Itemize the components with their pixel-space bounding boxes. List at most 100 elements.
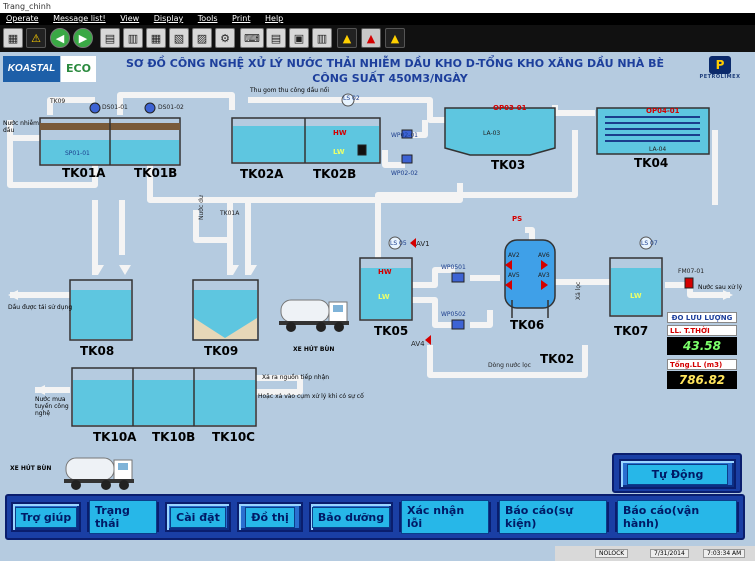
menu-message-list[interactable]: Message list! xyxy=(53,14,106,23)
alarm-active-icon[interactable]: ▲ xyxy=(361,28,381,48)
alarm-icon[interactable]: ▲ xyxy=(337,28,357,48)
label-nuoc-nhiem-dau: Nước nhiễm dầu xyxy=(3,120,39,134)
tank-tk01a[interactable]: TK01A xyxy=(62,166,106,180)
tank-tk02a[interactable]: TK02A xyxy=(240,167,284,181)
level-lw-tk05: LW xyxy=(378,293,390,301)
tag-av3: AV3 xyxy=(538,272,550,279)
tag-ls02: LS 02 xyxy=(343,95,360,102)
tag-av4: AV4 xyxy=(411,340,425,348)
tank-tk04[interactable]: TK04 xyxy=(634,156,669,170)
tag-ls05: LS 05 xyxy=(390,240,407,247)
sludge-truck-icon xyxy=(279,299,349,332)
petrolimex-logo: P PETROLIMEX xyxy=(699,56,741,80)
table-icon[interactable]: ▤ xyxy=(266,28,286,48)
acknowledge-error-button[interactable]: Xác nhận lỗi xyxy=(399,500,491,534)
document-icon[interactable]: ▧ xyxy=(169,28,189,48)
tag-tk09: TK09 xyxy=(50,98,66,105)
level-hw-tk05: HW xyxy=(378,268,392,276)
tank-tk10c[interactable]: TK10C xyxy=(212,430,255,444)
back-arrow-icon[interactable]: ◀ xyxy=(50,28,70,48)
tank-tk06[interactable]: TK06 xyxy=(510,318,545,332)
label-dong-nuoc-loc: Dòng nước lọc xyxy=(488,362,531,369)
label-xe-hut-bun-1: XE HÚT BÙN xyxy=(293,346,335,353)
grid-icon[interactable]: ▦ xyxy=(3,28,23,48)
menu-operate[interactable]: Operate xyxy=(6,14,39,23)
tag-ds0102: DS01-02 xyxy=(158,104,184,111)
status-bar: NOLOCK 7/31/2014 7:03:34 AM xyxy=(555,546,755,561)
flow-total-value: 786.82 xyxy=(667,371,737,389)
forward-arrow-icon[interactable]: ▶ xyxy=(73,28,93,48)
label-dau-tai-su-dung: Dầu được tái sử dụng xyxy=(8,304,73,311)
flow-title: ĐO LƯU LƯỢNG xyxy=(667,312,737,323)
tank-tk05[interactable]: TK05 xyxy=(374,324,409,338)
arrows xyxy=(8,265,733,395)
flow-measurement-panel: ĐO LƯU LƯỢNG LL. T.THỜI (m3/h) 43.58 Tổn… xyxy=(667,312,741,392)
page-icon[interactable]: ▤ xyxy=(100,28,120,48)
label-thu-gom: Thu gom thu công dầu nổi xyxy=(250,87,330,94)
tag-wp0502: WP0502 xyxy=(441,311,466,318)
tag-wp0201: WP02-01 xyxy=(391,132,418,139)
label-nuoc-sau-xu-ly: Nước sau xử lý xyxy=(698,284,743,291)
maintenance-button[interactable]: Bảo dưỡng xyxy=(309,502,393,532)
petrolimex-mark-icon: P xyxy=(709,56,731,74)
koastal-logo: KOASTAL xyxy=(3,56,60,82)
label-xa-loc: Xả lọc xyxy=(575,281,582,300)
sludge-truck-icon-2 xyxy=(64,457,134,490)
grid2-icon[interactable]: ▦ xyxy=(146,28,166,48)
tank-tk10a[interactable]: TK10A xyxy=(93,430,137,444)
alarm2-icon[interactable]: ▲ xyxy=(385,28,405,48)
navigation-button-bar: Trợ giúp Trạng thái Cài đặt Đồ thị Bảo d… xyxy=(5,494,745,540)
report-operation-button[interactable]: Báo cáo(vận hành) xyxy=(615,500,739,534)
tank-tk03[interactable]: TK03 xyxy=(491,158,526,172)
label-nuoc-du: Nước dư xyxy=(198,195,205,220)
graph-button[interactable]: Đồ thị xyxy=(237,502,303,532)
tank-tk10b[interactable]: TK10B xyxy=(152,430,196,444)
warning-icon[interactable]: ⚠ xyxy=(26,28,46,48)
tank-tk09[interactable]: TK09 xyxy=(204,344,239,358)
label-xa-ra-nguon: Xả ra nguồn tiếp nhận xyxy=(262,374,330,381)
tank-tk07[interactable]: TK07 xyxy=(614,324,649,338)
menu-display[interactable]: Display xyxy=(153,14,184,23)
flow-total-label: Tổng.LL (m3) xyxy=(667,359,737,370)
tank-tk08[interactable]: TK08 xyxy=(80,344,115,358)
tag-av5: AV5 xyxy=(508,272,520,279)
tag-sp01: SP01-01 xyxy=(65,150,90,157)
report-event-button[interactable]: Báo cáo(sự kiện) xyxy=(497,500,609,534)
eco-logo: ECO xyxy=(61,56,96,82)
chart-icon[interactable]: ▨ xyxy=(192,28,212,48)
window-icon[interactable]: ▣ xyxy=(289,28,309,48)
tank-tk01b[interactable]: TK01B xyxy=(134,166,178,180)
flow-instant-value: 43.58 xyxy=(667,337,737,355)
tank-tk02b[interactable]: TK02B xyxy=(313,167,357,181)
level-lw-tk07: LW xyxy=(630,292,642,300)
auto-mode-button[interactable]: Tự Động xyxy=(619,459,736,489)
toolbar: ▦ ⚠ ◀ ▶ ▤ ▥ ▦ ▧ ▨ ⚙ ⌨ ▤ ▣ ▥ ▲ ▲ ▲ xyxy=(0,25,755,52)
tag-fm0701: FM07-01 xyxy=(678,268,705,275)
keyboard-icon[interactable]: ⌨ xyxy=(240,28,264,48)
tag-av1: AV1 xyxy=(416,240,430,248)
level-lw-tk02: LW xyxy=(333,148,345,156)
tag-wp0501: WP0501 xyxy=(441,264,466,271)
pumps xyxy=(89,102,694,330)
menu-help[interactable]: Help xyxy=(265,14,284,23)
settings-icon[interactable]: ⚙ xyxy=(215,28,235,48)
calculator-icon[interactable]: ▥ xyxy=(123,28,143,48)
valves xyxy=(410,238,548,345)
tag-tk01a-feed: TK01A xyxy=(220,210,240,217)
layout-icon[interactable]: ▥ xyxy=(312,28,332,48)
auto-mode-panel: Tự Động xyxy=(612,453,742,493)
status-button[interactable]: Trạng thái xyxy=(87,500,159,534)
help-button[interactable]: Trợ giúp xyxy=(11,502,81,532)
menu-tools[interactable]: Tools xyxy=(197,14,218,23)
menu-view[interactable]: View xyxy=(120,14,140,23)
tag-la03: LA-03 xyxy=(483,130,501,137)
settings-button[interactable]: Cài đặt xyxy=(165,502,231,532)
page-subtitle: CÔNG SUẤT 450M3/NGÀY xyxy=(312,72,468,85)
label-xe-hut-bun-2: XE HÚT BÙN xyxy=(10,465,52,472)
menu-bar: Operate Message list! View Display Tools… xyxy=(0,13,755,25)
tag-ls07: LS 07 xyxy=(641,240,658,247)
menu-print[interactable]: Print xyxy=(232,14,251,23)
tag-op0301: OP03-01 xyxy=(493,104,527,112)
level-hw-tk02: HW xyxy=(333,129,347,137)
